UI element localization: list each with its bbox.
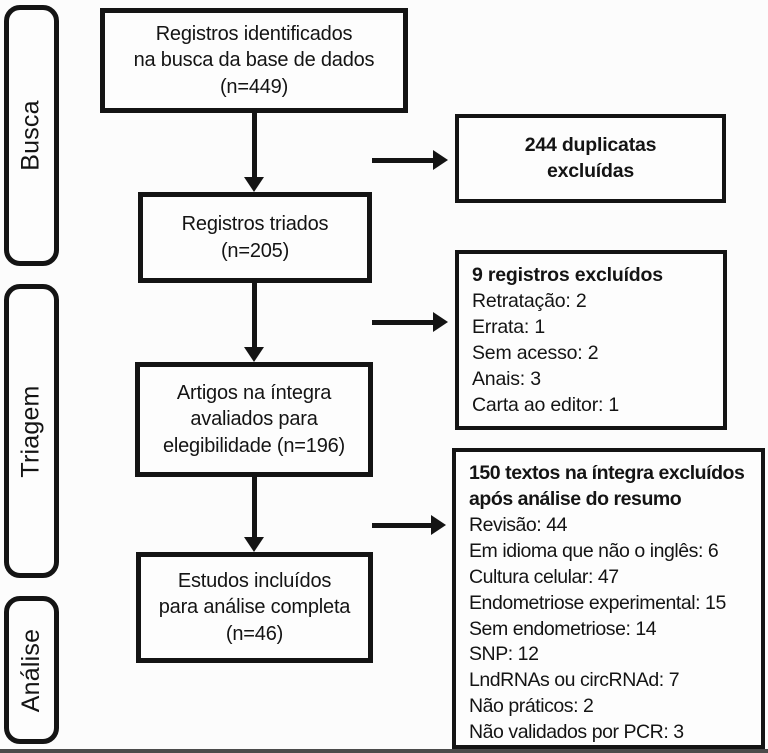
flow-box-line: para análise completa bbox=[158, 596, 351, 619]
exclusion-title-line: após análise do resumo bbox=[469, 487, 682, 510]
exclusion-title-line: excluídas bbox=[546, 159, 635, 182]
exclusion-box-title: 9 registros excluídos bbox=[472, 263, 717, 289]
exclusion-box-title: 150 textos na íntegra excluídos após anál… bbox=[469, 461, 755, 513]
arrow-head bbox=[433, 312, 448, 332]
flow-box-line: Registros identificados bbox=[155, 22, 353, 45]
exclusion-item: Sem acesso: 2 bbox=[472, 341, 599, 364]
flow-box-line: (n=46) bbox=[225, 622, 284, 645]
arrow-head bbox=[244, 347, 264, 362]
flow-box-line: Artigos na íntegra bbox=[176, 381, 332, 404]
exclusion-title-line: 244 duplicatas bbox=[524, 133, 657, 156]
exclusion-box-fulltext-excluded: 150 textos na íntegra excluídos após anál… bbox=[452, 448, 765, 749]
exclusion-item: Carta ao editor: 1 bbox=[472, 393, 620, 416]
exclusion-item: Retratação: 2 bbox=[472, 289, 587, 312]
arrow-shaft bbox=[251, 113, 257, 177]
arrow-down-screened-to-assessed-icon bbox=[244, 283, 264, 362]
exclusion-item: Em idioma que não o inglês: 6 bbox=[469, 539, 719, 562]
exclusion-item: LndRNAs ou circRNAd: 7 bbox=[469, 669, 680, 692]
exclusion-item: Revisão: 44 bbox=[469, 513, 568, 536]
arrow-shaft bbox=[251, 477, 257, 537]
bottom-border-bar bbox=[0, 749, 768, 753]
arrow-shaft bbox=[372, 157, 433, 163]
flow-box-line: (n=205) bbox=[220, 239, 290, 262]
arrow-down-assessed-to-included-icon bbox=[244, 477, 264, 552]
exclusion-box-duplicates: 244 duplicatas excluídas bbox=[455, 114, 726, 203]
arrow-right-to-records-excluded-icon bbox=[372, 312, 448, 332]
flow-box-records-identified: Registros identificados na busca da base … bbox=[100, 8, 408, 113]
arrow-head bbox=[244, 537, 264, 552]
stage-label-triagem: Triagem bbox=[17, 384, 46, 478]
arrow-shaft bbox=[372, 522, 431, 528]
exclusion-item: Sem endometriose: 14 bbox=[469, 617, 657, 640]
flow-box-line: avaliados para bbox=[190, 408, 318, 431]
stage-box-analise: Análise bbox=[4, 596, 59, 744]
arrow-head bbox=[431, 515, 446, 535]
flow-box-line: (n=449) bbox=[219, 75, 289, 98]
flow-box-line: Estudos incluídos bbox=[177, 569, 332, 592]
flow-box-fulltext-assessed: Artigos na íntegra avaliados para elegibil… bbox=[135, 362, 373, 477]
flow-box-studies-included: Estudos incluídos para análise completa (n… bbox=[136, 552, 373, 663]
exclusion-item: Errata: 1 bbox=[472, 315, 545, 338]
stage-box-busca: Busca bbox=[4, 5, 59, 266]
arrow-head bbox=[244, 177, 264, 192]
exclusion-title-line: 150 textos na íntegra excluídos bbox=[469, 462, 745, 484]
exclusion-item: Não validados por PCR: 3 bbox=[469, 721, 684, 744]
exclusion-item: Não práticos: 2 bbox=[469, 695, 594, 718]
arrow-right-to-fulltext-excluded-icon bbox=[372, 515, 446, 535]
stage-box-triagem: Triagem bbox=[4, 284, 59, 578]
flow-box-line: na busca da base de dados bbox=[133, 49, 375, 72]
arrow-head bbox=[433, 150, 448, 170]
exclusion-box-title: 244 duplicatas excluídas bbox=[525, 133, 657, 185]
exclusion-item: Anais: 3 bbox=[472, 367, 541, 390]
exclusion-item-list: Retratação: 2 Errata: 1 Sem acesso: 2 Anais… bbox=[472, 289, 717, 419]
exclusion-item-list: Revisão: 44 Em idioma que não o inglês: 6… bbox=[469, 513, 755, 746]
stage-label-busca: Busca bbox=[17, 100, 46, 171]
arrow-right-to-duplicates-icon bbox=[372, 150, 448, 170]
flow-box-line: Registros triados bbox=[181, 213, 329, 236]
exclusion-title-line: 9 registros excluídos bbox=[472, 264, 663, 286]
exclusion-item: Cultura celular: 47 bbox=[469, 565, 619, 588]
flow-box-line: elegibilidade (n=196) bbox=[162, 434, 346, 457]
exclusion-item: Endometriose experimental: 15 bbox=[469, 591, 726, 614]
stage-label-analise: Análise bbox=[17, 628, 45, 712]
flow-box-records-screened: Registros triados (n=205) bbox=[138, 192, 372, 283]
arrow-down-identified-to-screened-icon bbox=[244, 113, 264, 192]
exclusion-item: SNP: 12 bbox=[469, 643, 539, 666]
arrow-shaft bbox=[372, 319, 433, 325]
arrow-shaft bbox=[251, 283, 257, 347]
exclusion-box-records-excluded: 9 registros excluídos Retratação: 2 Errat… bbox=[455, 250, 727, 430]
